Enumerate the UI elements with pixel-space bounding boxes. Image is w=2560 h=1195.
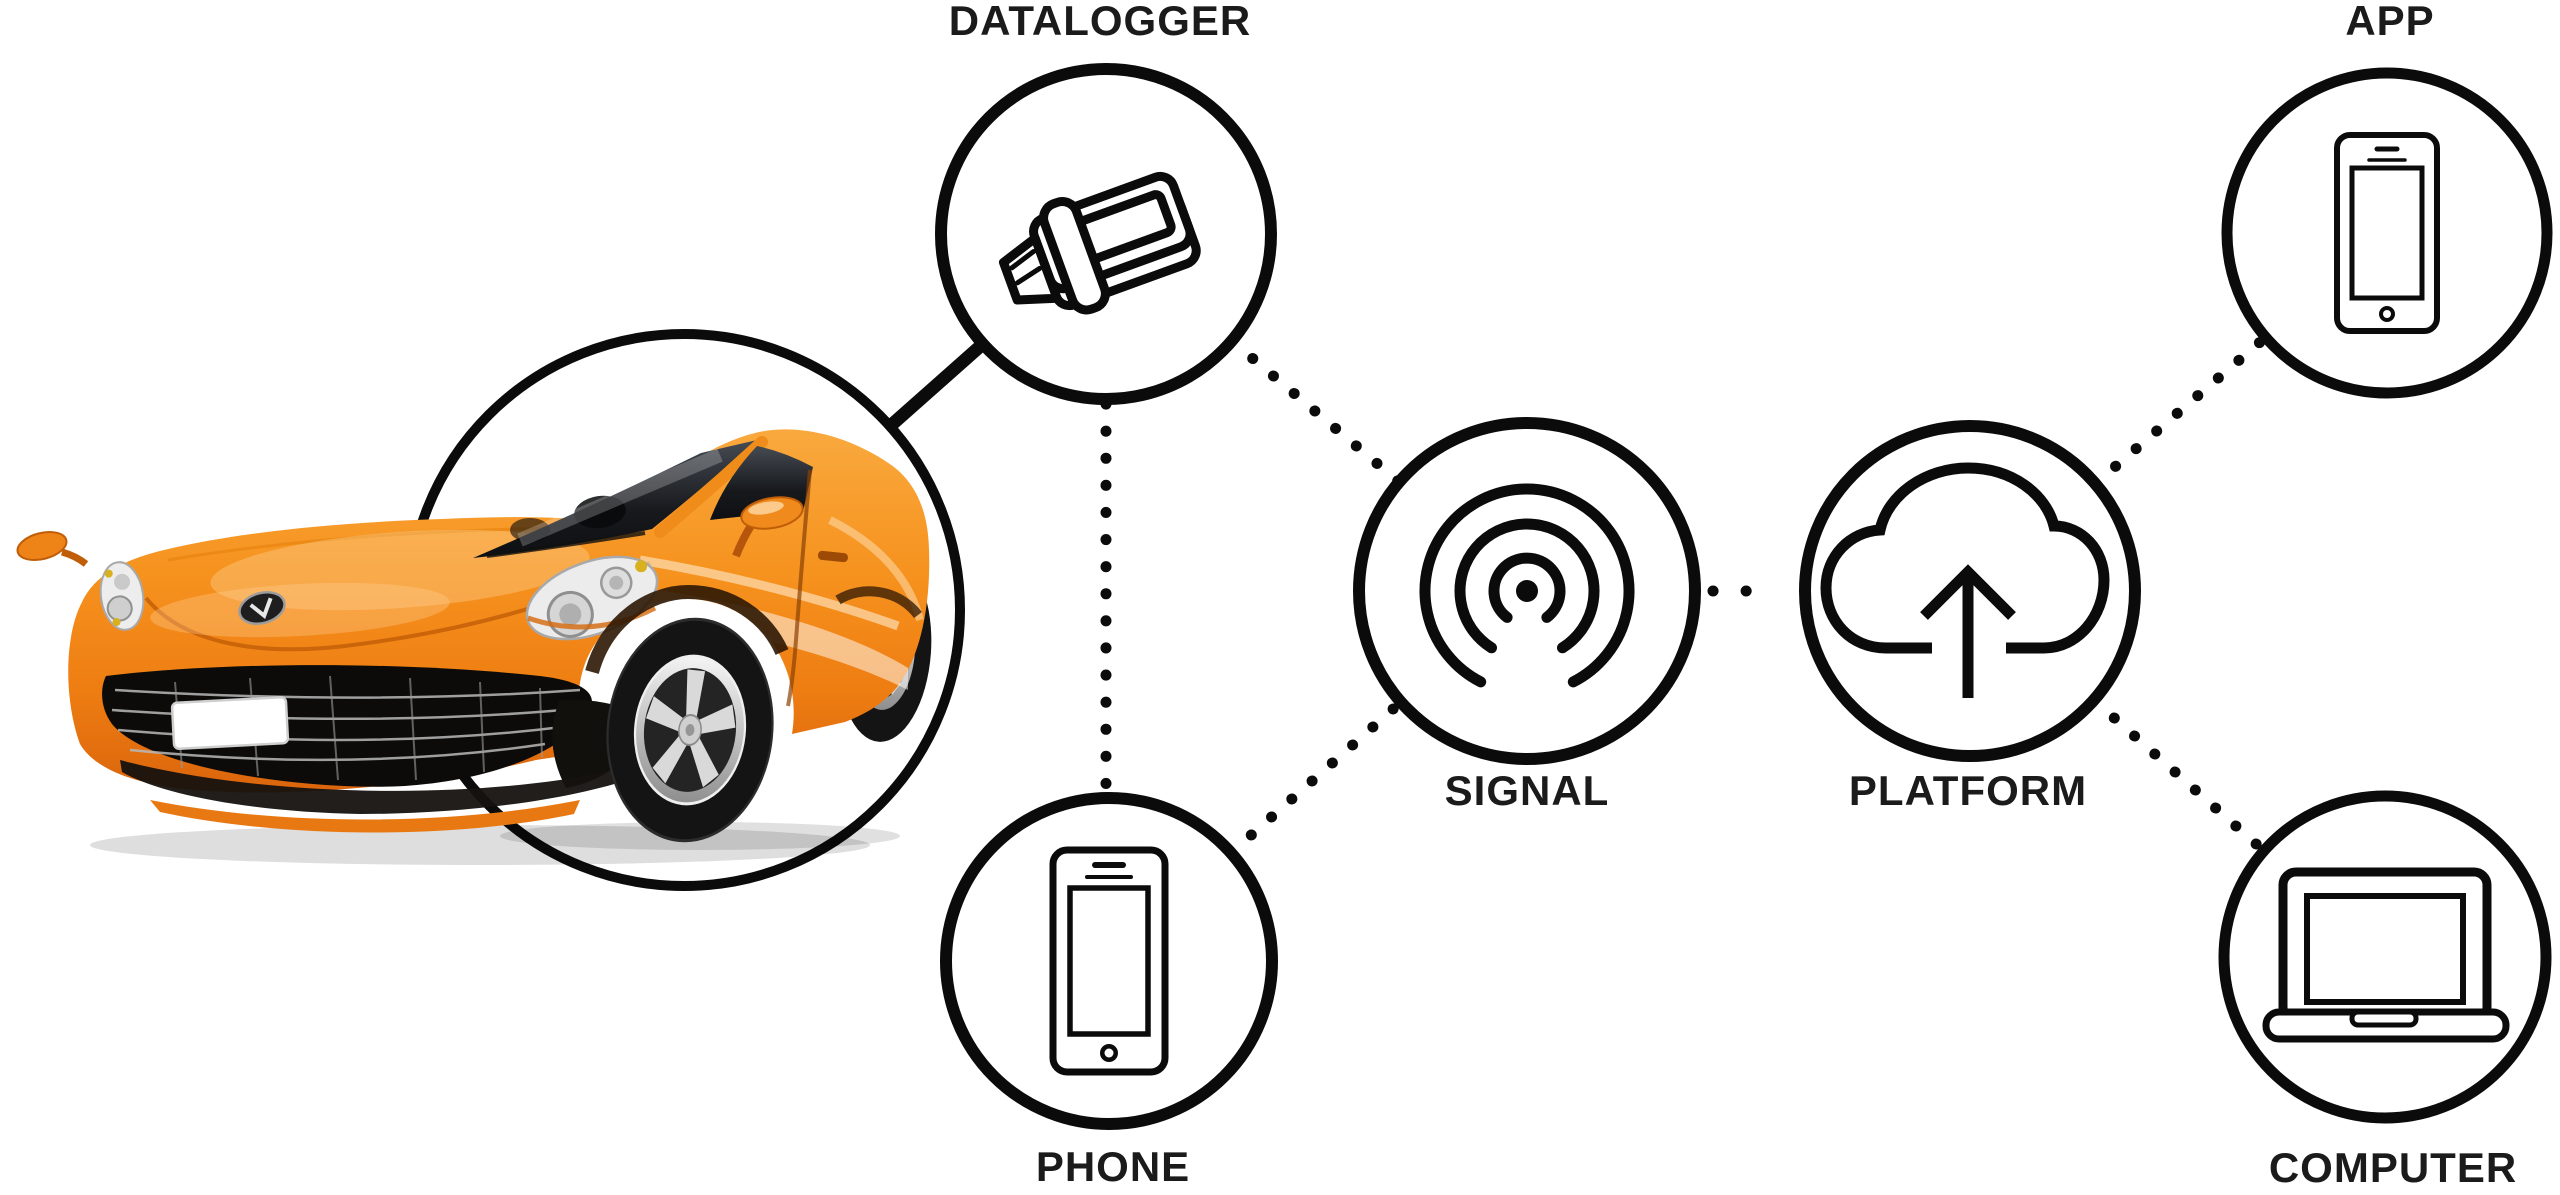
wheel-arch-shadow: [585, 584, 789, 675]
node-platform: [1799, 420, 2141, 762]
node-label-app: APP: [2345, 0, 2435, 44]
rear-arch-shadow: [835, 586, 922, 619]
node-label-computer: COMPUTER: [2268, 1144, 2518, 1191]
interior-seat: [574, 495, 626, 529]
front-wheel: [606, 617, 774, 843]
a-pillar: [654, 436, 768, 538]
node-label-signal: SIGNAL: [1444, 767, 1610, 814]
side-mirror: [732, 496, 804, 558]
headlight-left: [99, 561, 145, 631]
node-signal: [1353, 417, 1701, 765]
connector-platform-computer-dotted: [2088, 694, 2270, 857]
laptop-icon: [2262, 867, 2510, 1043]
door-line: [786, 469, 812, 707]
shoulder-highlight: [639, 555, 900, 631]
connector-datalogger-signal-dotted: [1226, 335, 1405, 488]
broadcast-signal-icon: [1419, 483, 1635, 688]
connector-car-datalogger-solid: [883, 337, 990, 433]
cloud-upload-icon: [1820, 462, 2110, 698]
bumper-lip: [150, 800, 580, 833]
node-car: [16, 329, 965, 891]
hood-emblem: [238, 590, 286, 626]
smartphone-icon: [2334, 132, 2440, 334]
license-plate: [170, 696, 290, 750]
door-reflection: [620, 585, 908, 690]
node-datalogger: [935, 63, 1277, 405]
headlight-lower-edge: [527, 605, 657, 630]
node-label-platform: PLATFORM: [1848, 767, 2088, 814]
node-app: [2221, 67, 2553, 399]
smartphone-icon: [1049, 846, 1169, 1076]
connector-platform-app-dotted: [2089, 331, 2272, 490]
obd-dongle-icon: [998, 171, 1201, 315]
front-splitter: [120, 752, 664, 814]
car-illustration: [16, 429, 932, 865]
far-mirror: [16, 531, 89, 567]
node-computer: [2218, 790, 2552, 1124]
node-phone: [940, 792, 1278, 1130]
connectors: [883, 331, 2272, 859]
interior-shadow: [510, 518, 550, 542]
node-label-phone: PHONE: [1035, 1143, 1191, 1190]
wiper: [486, 531, 646, 558]
glass-reflection: [517, 448, 723, 547]
node-label-datalogger: DATALOGGER: [948, 0, 1252, 44]
bumper-sheen: [150, 582, 450, 638]
connector-phone-signal-dotted: [1225, 696, 1407, 859]
door-handle: [817, 550, 848, 563]
